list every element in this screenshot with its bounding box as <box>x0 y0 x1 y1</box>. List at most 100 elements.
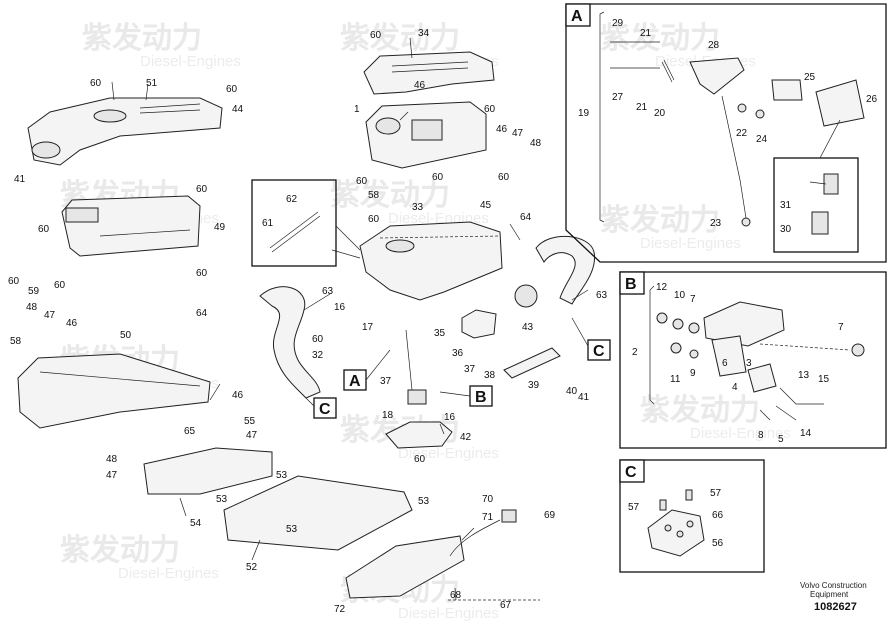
callout: 35 <box>434 328 446 339</box>
callout: 52 <box>246 562 258 573</box>
callout: 60 <box>196 184 208 195</box>
watermark-cn: 紫发动力 <box>640 393 760 428</box>
callout: 53 <box>418 496 430 507</box>
panel-b: B <box>619 271 887 449</box>
callout: 66 <box>712 510 724 521</box>
callout: 53 <box>276 470 288 481</box>
callout: 58 <box>368 190 380 201</box>
callout: 30 <box>780 224 792 235</box>
callout: 63 <box>322 286 334 297</box>
panel-c-label: C <box>625 464 637 481</box>
callout: 41 <box>578 392 590 403</box>
callout: 60 <box>368 214 380 225</box>
callout: 46 <box>232 390 244 401</box>
callout: 60 <box>54 280 66 291</box>
callout: 56 <box>712 538 724 549</box>
callout: 60 <box>90 78 102 89</box>
callout: 60 <box>312 334 324 345</box>
callout: 60 <box>432 172 444 183</box>
footer-subtitle: Equipment <box>810 590 849 599</box>
panel-c: C <box>619 459 765 573</box>
callout: 47 <box>246 430 258 441</box>
callouts-panel-b: 12 10 7 2 7 6 11 9 4 3 13 15 8 5 14 <box>632 282 844 445</box>
callout: 50 <box>120 330 132 341</box>
callout: 48 <box>530 138 542 149</box>
callout: 21 <box>636 102 648 113</box>
callout: 62 <box>286 194 298 205</box>
callout: 27 <box>612 92 624 103</box>
callout: 7 <box>838 322 844 333</box>
callout: 2 <box>632 347 638 358</box>
callout: 72 <box>334 604 346 615</box>
callout: 16 <box>444 412 456 423</box>
callout: 48 <box>26 302 38 313</box>
callout: 58 <box>10 336 22 347</box>
view-marker-c: C <box>593 343 605 360</box>
callout: 60 <box>370 30 382 41</box>
callout: 60 <box>414 454 426 465</box>
callout: 28 <box>708 40 720 51</box>
callout: 10 <box>674 290 686 301</box>
callout: 7 <box>690 294 696 305</box>
callout: 8 <box>758 430 764 441</box>
callout: 22 <box>736 128 748 139</box>
watermark-en: Diesel-Engines <box>640 235 741 252</box>
callout: 33 <box>412 202 424 213</box>
callout: 4 <box>732 382 738 393</box>
callout: 60 <box>38 224 50 235</box>
callout: 9 <box>690 368 696 379</box>
watermark-cn: 紫发动力 <box>340 21 460 56</box>
watermark-cn: 紫发动力 <box>600 21 720 56</box>
callout: 47 <box>106 470 118 481</box>
callout: 39 <box>528 380 540 391</box>
callout: 46 <box>496 124 508 135</box>
footer-company: Volvo Construction <box>800 581 867 590</box>
footer: Volvo Construction Equipment 1082627 <box>800 581 867 613</box>
callouts-main: 60 51 60 44 41 34 60 46 60 1 47 46 48 60… <box>8 28 608 615</box>
callout: 54 <box>190 518 202 529</box>
callout: 71 <box>482 512 494 523</box>
callout: 53 <box>216 494 228 505</box>
watermark-en: Diesel-Engines <box>398 445 499 462</box>
callout: 3 <box>746 358 752 369</box>
view-markers: A B C C <box>299 317 611 419</box>
callout: 63 <box>596 290 608 301</box>
callout: 59 <box>28 286 40 297</box>
watermark-en: Diesel-Engines <box>398 605 499 622</box>
callout: 15 <box>818 374 830 385</box>
callout: 60 <box>484 104 496 115</box>
callout: 60 <box>226 84 238 95</box>
callout: 57 <box>710 488 722 499</box>
callout: 38 <box>484 370 496 381</box>
view-marker-b: B <box>475 389 487 406</box>
watermark-en: Diesel-Engines <box>690 425 791 442</box>
callout: 11 <box>670 374 681 385</box>
callout: 57 <box>628 502 640 513</box>
callout: 37 <box>380 376 392 387</box>
callout: 26 <box>866 94 878 105</box>
callout: 70 <box>482 494 494 505</box>
view-marker-c: C <box>319 401 331 418</box>
watermark-cn: 紫发动力 <box>330 178 450 213</box>
watermark-cn: 紫发动力 <box>82 21 202 56</box>
panel-a: A <box>565 3 887 263</box>
callout: 47 <box>44 310 56 321</box>
callout: 17 <box>362 322 374 333</box>
callout: 69 <box>544 510 556 521</box>
callout: 51 <box>146 78 158 89</box>
callout: 21 <box>640 28 652 39</box>
callout: 55 <box>244 416 256 427</box>
callout: 65 <box>184 426 196 437</box>
callout: 40 <box>566 386 578 397</box>
callout: 19 <box>578 108 590 119</box>
callout: 16 <box>334 302 346 313</box>
callout: 68 <box>450 590 462 601</box>
watermark-cn: 紫发动力 <box>60 533 180 568</box>
callout: 41 <box>14 174 26 185</box>
callout: 36 <box>452 348 464 359</box>
callout: 42 <box>460 432 472 443</box>
panel-a-label: A <box>571 8 583 25</box>
watermark-cn: 紫发动力 <box>600 203 720 238</box>
